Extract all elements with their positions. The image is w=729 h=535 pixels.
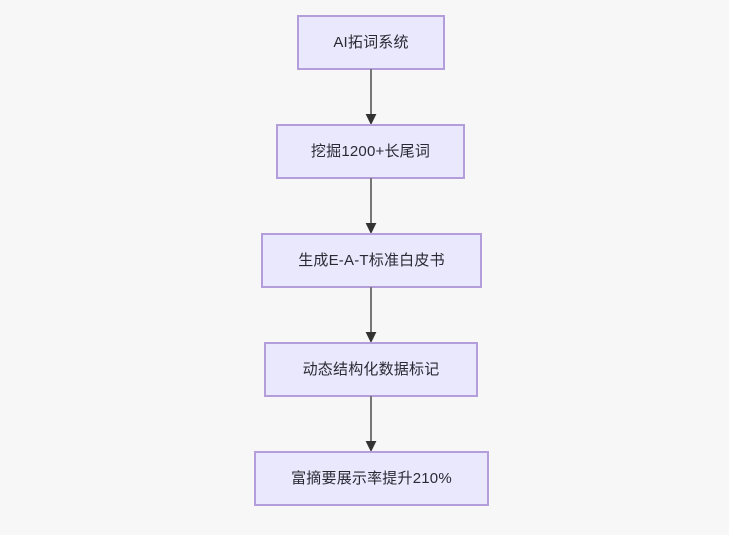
arrowhead-icon xyxy=(365,223,377,234)
flowchart-node-rich-snippet-impression-lift[interactable]: 富摘要展示率提升210% xyxy=(254,451,489,506)
node-label: 挖掘1200+长尾词 xyxy=(310,143,431,160)
arrowhead-icon xyxy=(365,114,377,125)
node-label: AI拓词系统 xyxy=(333,34,409,51)
flowchart-node-generate-eat-whitepaper[interactable]: 生成E-A-T标准白皮书 xyxy=(261,233,482,288)
flowchart-edge-arrow xyxy=(364,287,378,343)
flowchart-node-dynamic-structured-data-markup[interactable]: 动态结构化数据标记 xyxy=(264,342,478,397)
flowchart-node-ai-keyword-system[interactable]: AI拓词系统 xyxy=(297,15,445,70)
node-label: 生成E-A-T标准白皮书 xyxy=(298,252,445,269)
node-label: 动态结构化数据标记 xyxy=(302,361,440,378)
arrowhead-icon xyxy=(365,441,377,452)
flowchart-node-mine-longtail-keywords[interactable]: 挖掘1200+长尾词 xyxy=(276,124,465,179)
flowchart-edge-arrow xyxy=(364,178,378,234)
flowchart-edge-arrow xyxy=(364,69,378,125)
arrowhead-icon xyxy=(365,332,377,343)
node-label: 富摘要展示率提升210% xyxy=(291,470,452,487)
flowchart-edge-arrow xyxy=(364,396,378,452)
